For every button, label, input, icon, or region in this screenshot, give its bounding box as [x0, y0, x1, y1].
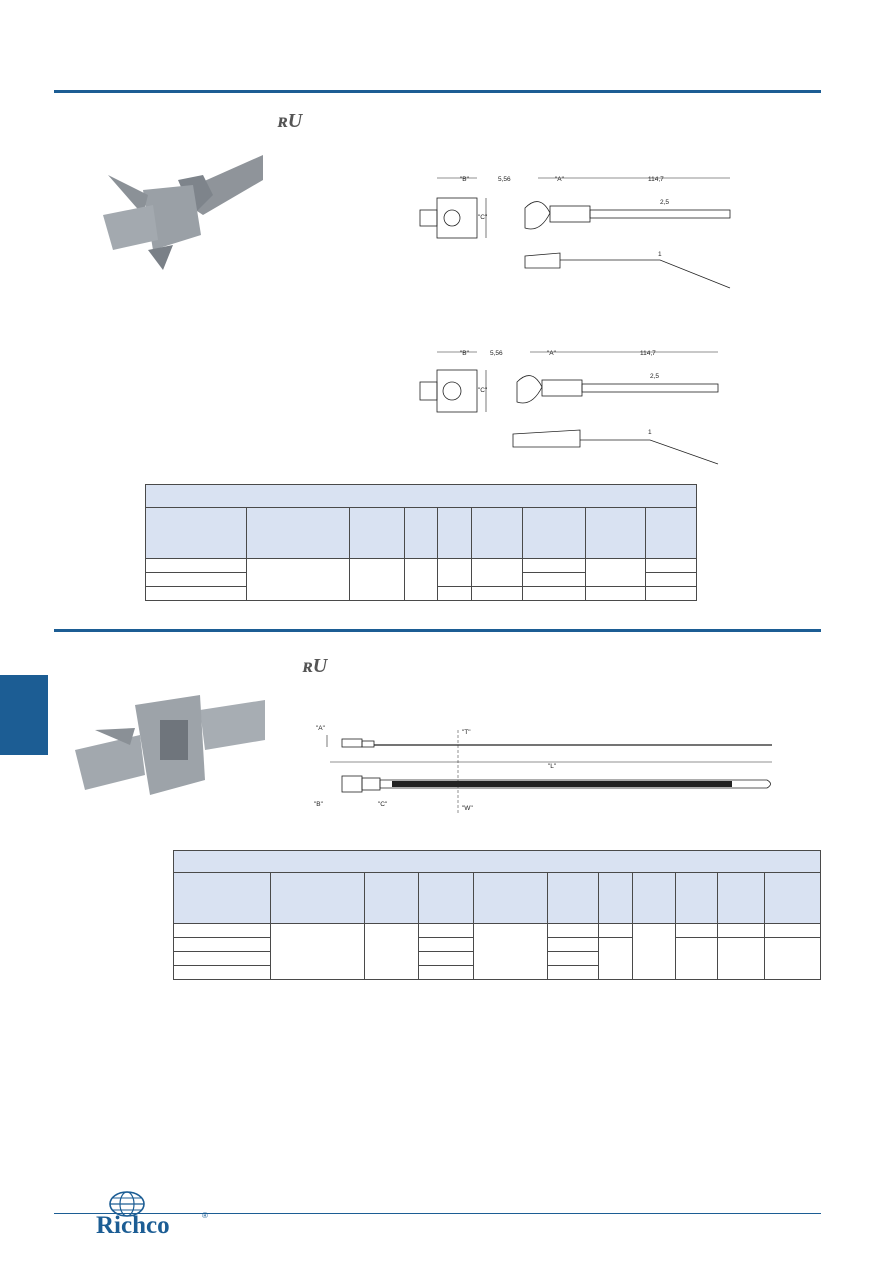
product-photo-push-mount-tie-2 — [75, 690, 265, 800]
svg-text:"C": "C" — [478, 214, 488, 221]
table-row — [172, 937, 822, 980]
svg-text:"B": "B" — [314, 801, 324, 808]
spec-table-2 — [172, 850, 822, 980]
svg-text:114,7: 114,7 — [640, 350, 656, 357]
technical-drawing-1: "B" "C" 5,56 "A" 114,7 2,5 1 — [419, 176, 731, 289]
side-chapter-tab — [0, 675, 48, 755]
svg-text:2,5: 2,5 — [650, 373, 659, 380]
table-title-bar — [145, 484, 697, 508]
table-header-row — [145, 507, 697, 559]
svg-text:5,56: 5,56 — [498, 176, 511, 183]
table-title-bar — [173, 850, 821, 873]
svg-text:1: 1 — [648, 429, 652, 436]
logo-wordmark: Richco — [96, 1212, 170, 1238]
globe-icon — [109, 1191, 145, 1217]
table-row — [172, 951, 821, 966]
section-1-rule — [54, 90, 821, 93]
svg-text:"C": "C" — [478, 387, 488, 394]
footer-rule — [54, 1213, 821, 1214]
svg-text:"L": "L" — [548, 763, 557, 770]
svg-text:"T": "T" — [462, 729, 471, 736]
svg-text:1: 1 — [658, 251, 662, 258]
spec-table-1 — [145, 484, 697, 601]
svg-text:114,7: 114,7 — [648, 176, 664, 183]
product-photo-push-mount-tie — [83, 155, 263, 285]
technical-drawing-3: "A" "T" "L" "B" "C" "W" — [314, 725, 772, 815]
svg-text:"W": "W" — [462, 805, 473, 812]
svg-text:"A": "A" — [555, 176, 565, 183]
table-row — [172, 965, 821, 980]
ul-recognized-mark-2: ʀU — [303, 655, 328, 677]
svg-text:"B": "B" — [460, 176, 470, 183]
svg-text:"B": "B" — [460, 350, 470, 357]
svg-text:"A": "A" — [316, 725, 326, 732]
table-row — [145, 586, 697, 601]
svg-text:5,56: 5,56 — [490, 350, 503, 357]
ul-recognized-mark: ʀU — [278, 110, 303, 132]
svg-text:"C": "C" — [378, 801, 388, 808]
table-row — [145, 558, 697, 601]
logo-registered-mark: ® — [202, 1211, 208, 1220]
table-header-row — [172, 872, 822, 924]
section-2-rule — [54, 629, 821, 632]
svg-text:"A": "A" — [547, 350, 557, 357]
technical-drawing-2: "B" "C" 5,56 "A" 114,7 2,5 1 — [419, 350, 719, 465]
table-row — [172, 923, 822, 980]
svg-text:2,5: 2,5 — [660, 199, 669, 206]
richco-logo: Richco ® — [96, 1191, 208, 1238]
